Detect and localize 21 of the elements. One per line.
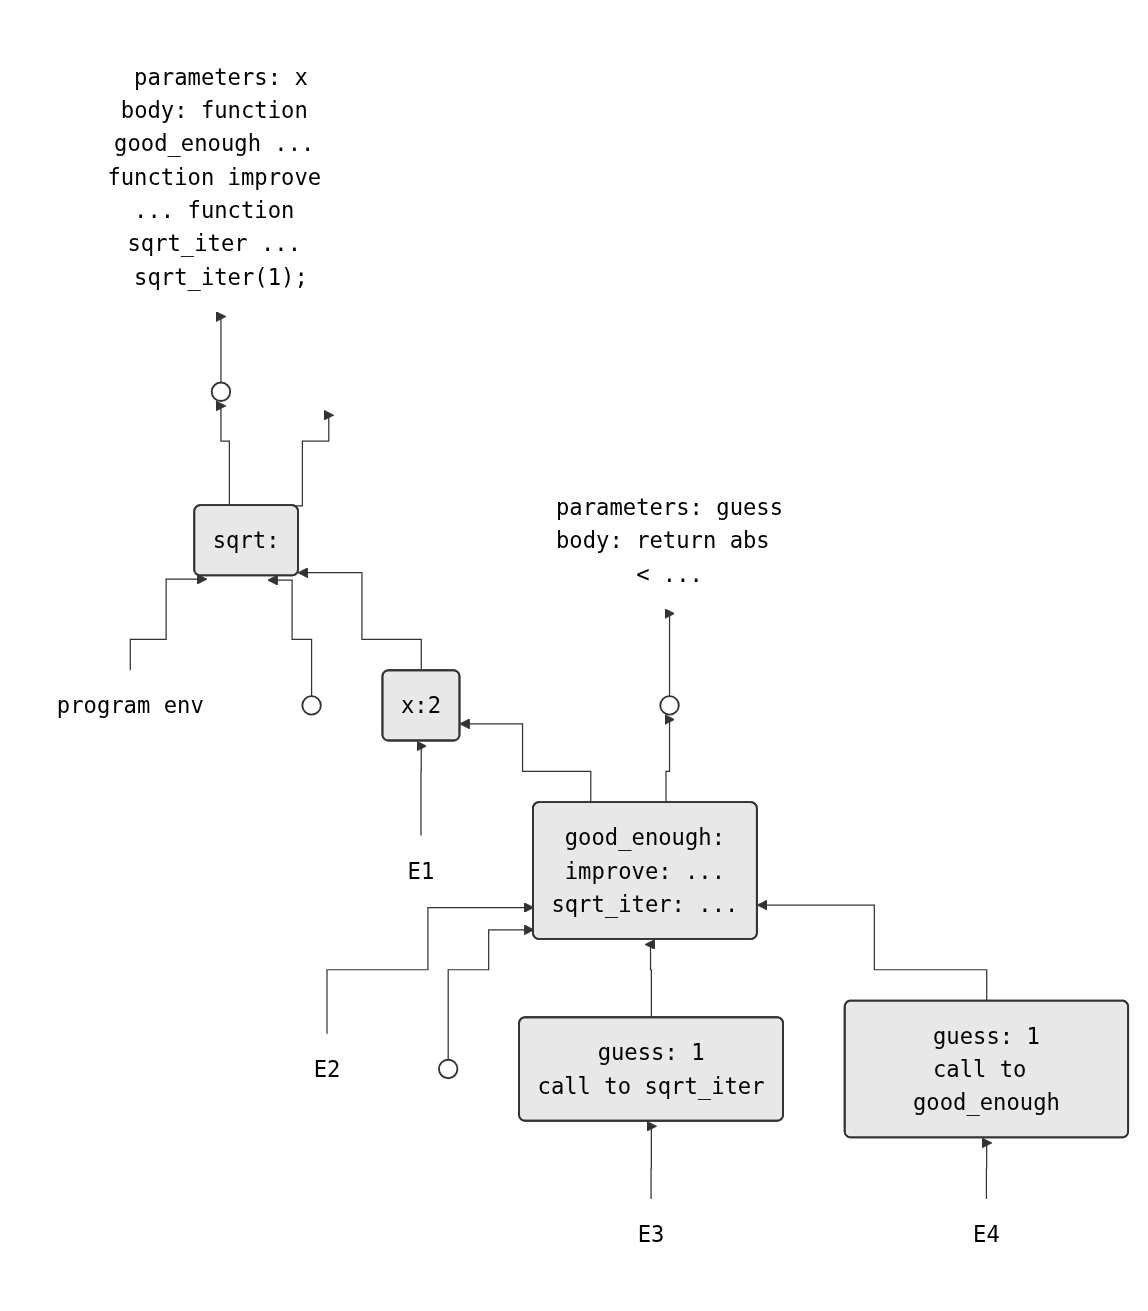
node-text: E3 [637, 1221, 665, 1248]
arrow [664, 608, 675, 697]
node-text: E1 [407, 857, 435, 884]
node-circle [210, 381, 232, 402]
arrow [646, 1120, 658, 1200]
node-text: E4 [973, 1221, 1000, 1248]
node-text: parameters: x body: function good_enough ... function improve ... function sqrt_iter ... sqrt_iter(1); [107, 63, 322, 290]
node-circle [438, 1058, 459, 1080]
node-text: E2 [313, 1056, 341, 1082]
arrow [215, 311, 227, 384]
node-text: program env [56, 692, 204, 719]
arrow [644, 939, 656, 1019]
arrow [756, 899, 988, 1002]
node-circle [659, 695, 680, 716]
arrow [129, 573, 208, 671]
arrow [416, 740, 427, 837]
arrow [267, 574, 313, 697]
node-circle [301, 695, 322, 716]
node-text: parameters: guess body: return abs < ... [556, 494, 784, 587]
arrow [981, 1137, 993, 1200]
arrow [297, 567, 423, 672]
